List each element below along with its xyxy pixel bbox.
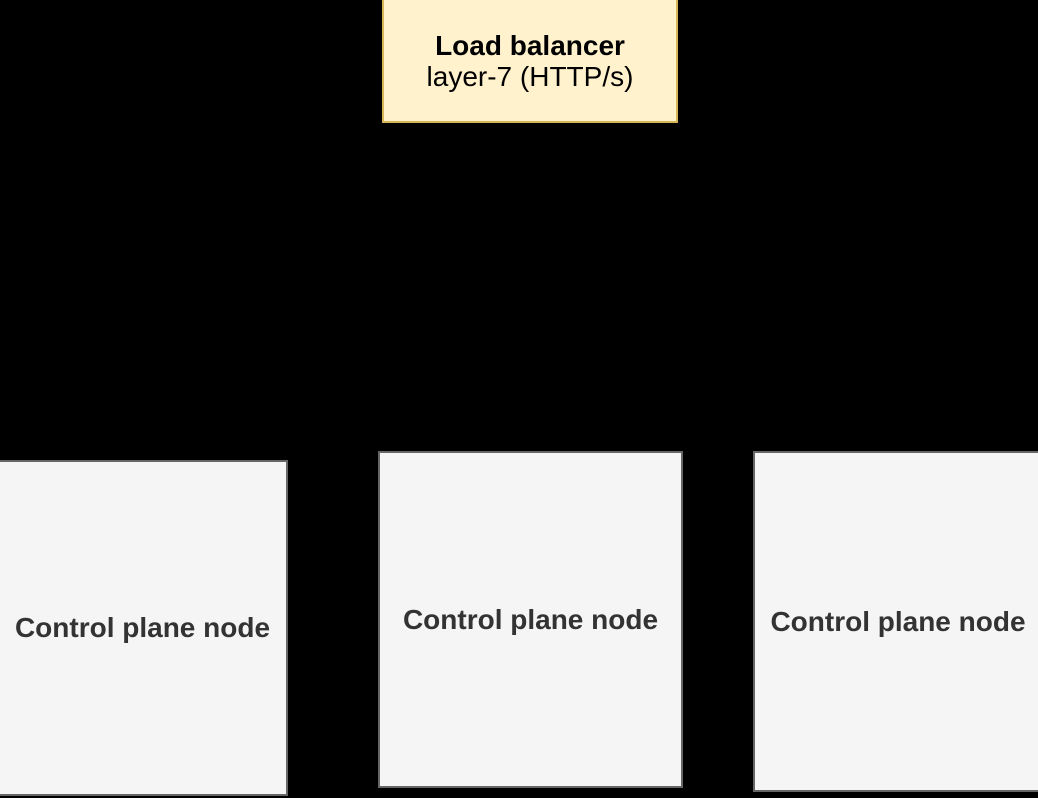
load-balancer-box: Load balancer layer-7 (HTTP/s) [382, 0, 678, 123]
control-plane-node-box-2: Control plane node [378, 451, 683, 788]
control-plane-node-box-1: Control plane node [0, 460, 288, 796]
load-balancer-subtitle: layer-7 (HTTP/s) [426, 60, 634, 92]
control-plane-node-label: Control plane node [770, 605, 1026, 637]
control-plane-node-label: Control plane node [14, 612, 271, 643]
control-plane-node-label: Control plane node [402, 603, 659, 635]
load-balancer-title: Load balancer [435, 29, 625, 61]
control-plane-node-box-3: Control plane node [753, 451, 1038, 792]
